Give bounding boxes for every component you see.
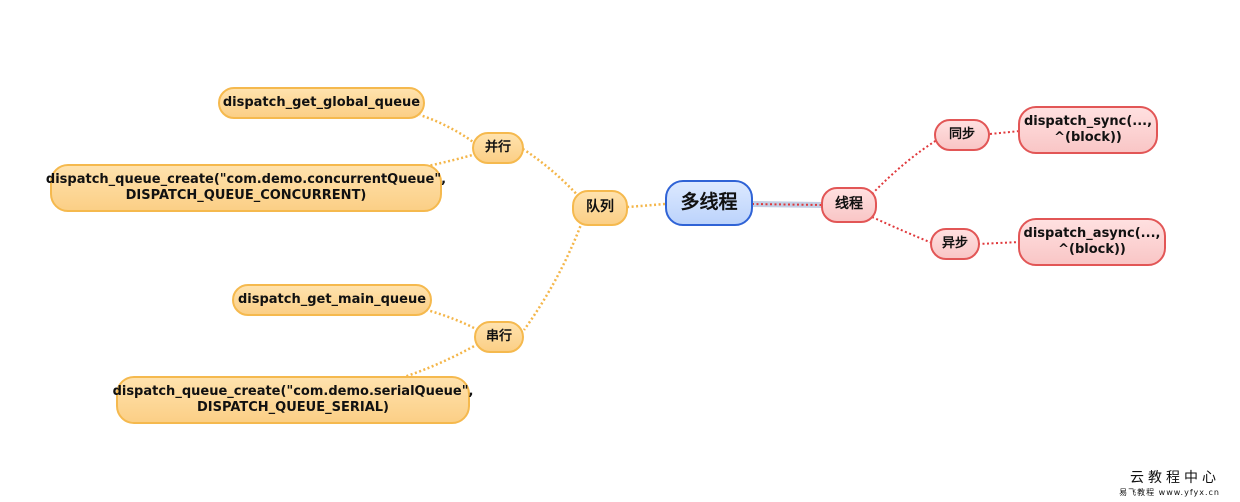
sync-node[interactable]: 同步 xyxy=(934,119,990,151)
connector-serial-item2 xyxy=(403,342,479,379)
connector-thread-sync xyxy=(871,139,938,195)
connector-async-item xyxy=(977,241,1021,245)
serial-item-main-queue[interactable]: dispatch_get_main_queue xyxy=(232,284,432,316)
async-node[interactable]: 异步 xyxy=(930,228,980,260)
connector-sync-item xyxy=(989,130,1021,135)
connector-queue-parallel xyxy=(522,147,583,201)
watermark-subtitle: 易飞教程 www.yfyx.cn xyxy=(1119,488,1220,497)
center-node[interactable]: 多线程 xyxy=(665,180,753,226)
connector-queue-serial xyxy=(522,221,584,331)
watermark: 云教程中心 易飞教程 www.yfyx.cn xyxy=(1119,467,1220,498)
serial-item-serial-queue[interactable]: dispatch_queue_create("com.demo.serialQu… xyxy=(113,376,473,424)
parallel-item-concurrent-queue[interactable]: dispatch_queue_create("com.demo.concurre… xyxy=(46,164,446,212)
watermark-title: 云教程中心 xyxy=(1130,470,1220,486)
queue-node[interactable]: 队列 xyxy=(572,190,628,226)
parallel-item-global-queue[interactable]: dispatch_get_global_queue xyxy=(218,87,425,119)
parallel-node[interactable]: 并行 xyxy=(472,132,524,164)
connector-parallel-item1 xyxy=(419,113,477,146)
connector-serial-item1 xyxy=(426,308,479,332)
connector-thread-async xyxy=(871,216,933,244)
sync-item-dispatch-sync[interactable]: dispatch_sync(..., ^(block)) xyxy=(1018,106,1158,154)
thread-node[interactable]: 线程 xyxy=(821,187,877,223)
async-item-dispatch-async[interactable]: dispatch_async(..., ^(block)) xyxy=(1018,218,1166,266)
connector-center-left xyxy=(627,202,666,209)
serial-node[interactable]: 串行 xyxy=(474,321,524,353)
connector-parallel-item2 xyxy=(427,152,477,168)
connector-center-right xyxy=(751,201,823,208)
